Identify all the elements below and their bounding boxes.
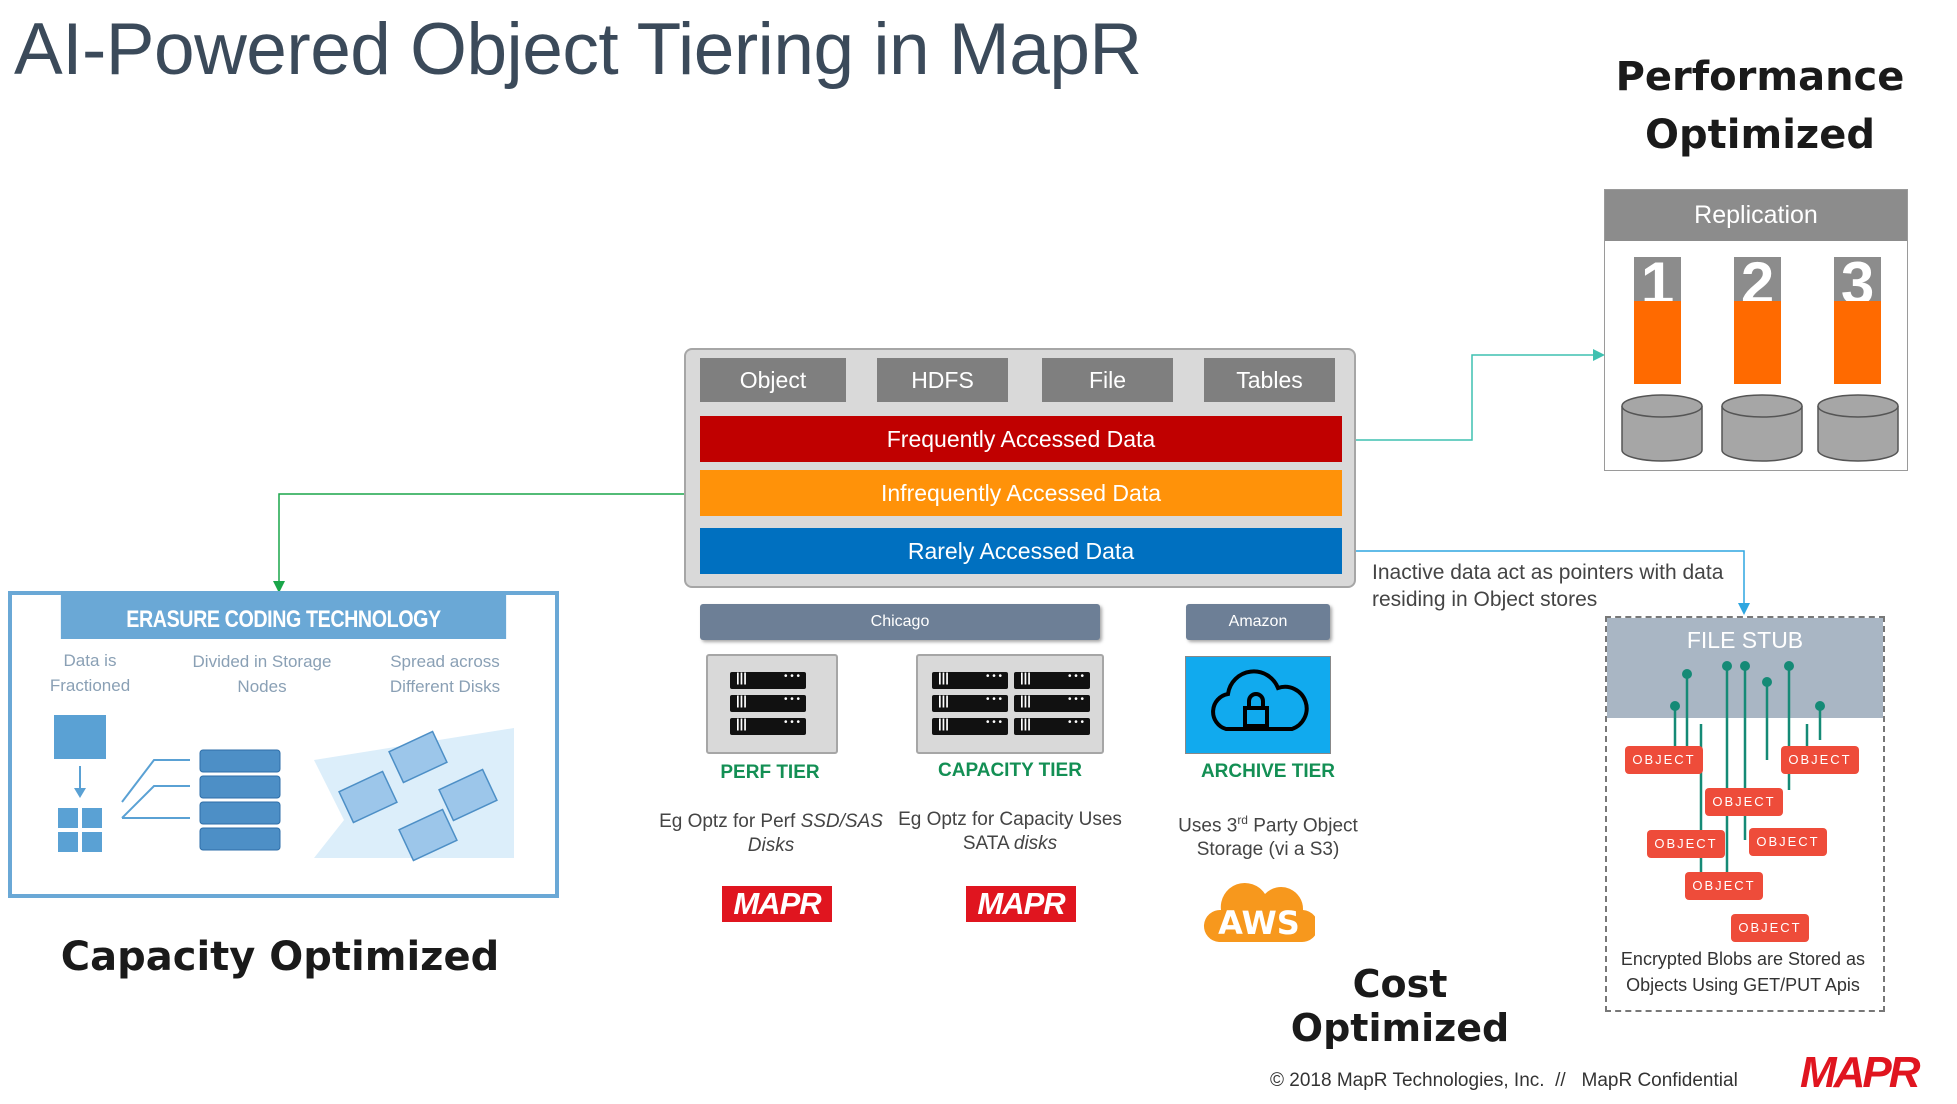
replica-1: 1 bbox=[1634, 257, 1681, 384]
mapr-logo-perf: MAPR bbox=[722, 886, 832, 922]
capacity-tier-desc-plain: Eg Optz for Capacity Uses SATA bbox=[898, 809, 1122, 854]
aws-cloud-icon: AWS bbox=[1203, 874, 1315, 946]
cost-optimized-heading: Cost Optimized bbox=[1290, 962, 1510, 1050]
disk-icon bbox=[1817, 394, 1899, 462]
replica-number: 2 bbox=[1734, 257, 1781, 301]
erasure-col-fractioned: Data is Fractioned bbox=[49, 651, 131, 695]
replica-number: 1 bbox=[1634, 257, 1681, 301]
replica-bar bbox=[1634, 301, 1681, 384]
object-blob: OBJECT bbox=[1749, 828, 1827, 856]
archive-tier-label: ARCHIVE TIER bbox=[1200, 761, 1336, 782]
replica-bar bbox=[1734, 301, 1781, 384]
slide-title: AI-Powered Object Tiering in MapR bbox=[14, 9, 1142, 90]
object-blob: OBJECT bbox=[1731, 914, 1809, 942]
infrequently-accessed-band: Infrequently Accessed Data bbox=[700, 470, 1342, 516]
perf-tier-label: PERF TIER bbox=[720, 762, 820, 783]
perf-server-icon bbox=[706, 654, 838, 754]
file-stub-title: FILE STUB bbox=[1686, 627, 1804, 653]
capacity-server-icon bbox=[916, 654, 1104, 754]
spread-disks bbox=[338, 730, 498, 862]
capacity-tier-desc-italic: disks bbox=[1013, 833, 1058, 854]
tab-hdfs[interactable]: HDFS bbox=[877, 358, 1008, 402]
cloud-lock-icon bbox=[1185, 656, 1331, 754]
archive-tier-desc: Uses 3rd Party Object Storage (vi a S3) bbox=[1168, 808, 1368, 862]
object-blob: OBJECT bbox=[1647, 830, 1725, 858]
perf-tier-desc-plain: Eg Optz for Perf bbox=[659, 811, 801, 832]
performance-optimized-heading: Performance Optimized bbox=[1615, 54, 1905, 158]
object-blob: OBJECT bbox=[1705, 788, 1783, 816]
inactive-data-note: Inactive data act as pointers with data … bbox=[1372, 561, 1724, 611]
footer-mapr-logo: MAPR bbox=[1800, 1048, 1921, 1097]
replica-3: 3 bbox=[1834, 257, 1881, 384]
archive-desc-post: Party Object Storage (vi a S3) bbox=[1196, 815, 1358, 861]
tab-object[interactable]: Object bbox=[700, 358, 846, 402]
erasure-col-divided: Divided in Storage Nodes bbox=[192, 652, 332, 696]
perf-tier-desc-italic: SSD/SAS Disks bbox=[747, 811, 883, 856]
location-amazon: Amazon bbox=[1186, 604, 1330, 640]
object-blob: OBJECT bbox=[1625, 746, 1703, 774]
capacity-optimized-heading: Capacity Optimized bbox=[60, 934, 500, 980]
capacity-tier-desc: Eg Optz for Capacity Uses SATA disks bbox=[894, 808, 1126, 856]
replica-number: 3 bbox=[1834, 257, 1881, 301]
footer-copyright: © 2018 MapR Technologies, Inc. // MapR C… bbox=[1270, 1070, 1738, 1091]
object-blob: OBJECT bbox=[1685, 872, 1763, 900]
perf-tier-desc: Eg Optz for Perf SSD/SAS Disks bbox=[654, 810, 888, 858]
erasure-coding-illustration bbox=[54, 715, 514, 862]
erasure-coding-title: ERASURE CODING TECHNOLOGY bbox=[60, 595, 507, 639]
replica-2: 2 bbox=[1734, 257, 1781, 384]
disk-icon bbox=[1621, 394, 1703, 462]
mapr-logo-capacity: MAPR bbox=[966, 886, 1076, 922]
tab-tables[interactable]: Tables bbox=[1204, 358, 1335, 402]
archive-desc-sup: rd bbox=[1237, 813, 1248, 827]
frequently-accessed-band: Frequently Accessed Data bbox=[700, 416, 1342, 462]
rarely-accessed-band: Rarely Accessed Data bbox=[700, 528, 1342, 574]
replica-disks bbox=[1621, 394, 1899, 462]
storage-nodes bbox=[199, 749, 281, 851]
object-blob: OBJECT bbox=[1781, 746, 1859, 774]
location-chicago: Chicago bbox=[700, 604, 1100, 640]
tab-file[interactable]: File bbox=[1042, 358, 1173, 402]
replication-header: Replication bbox=[1605, 190, 1907, 241]
capacity-tier-label: CAPACITY TIER bbox=[938, 760, 1082, 781]
archive-desc-pre: Uses 3 bbox=[1178, 815, 1238, 837]
file-stub-footer: Encrypted Blobs are Stored as Objects Us… bbox=[1620, 949, 1866, 995]
erasure-col-spread: Spread across Different Disks bbox=[389, 652, 501, 696]
disk-icon bbox=[1721, 394, 1803, 462]
replica-bar bbox=[1834, 301, 1881, 384]
aws-logo-text: AWS bbox=[1218, 904, 1300, 942]
